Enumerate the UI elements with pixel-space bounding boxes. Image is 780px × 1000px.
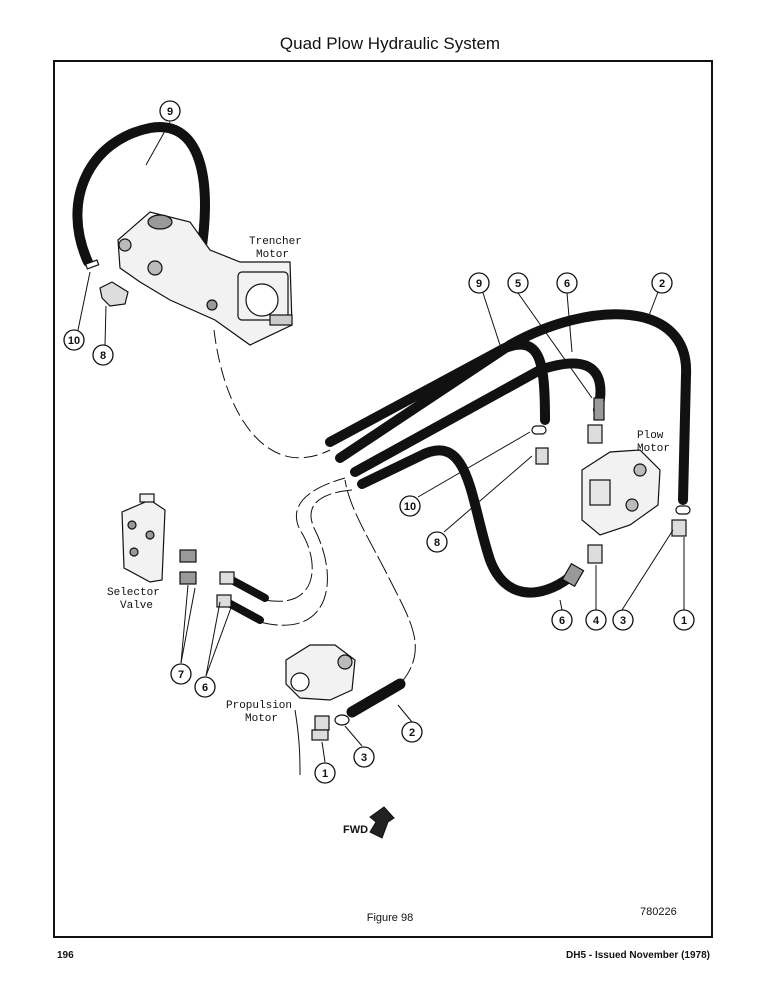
- propulsion-motor: [285, 644, 356, 741]
- page-title: Quad Plow Hydraulic System: [279, 34, 501, 53]
- line-selector-route-2: [259, 489, 353, 626]
- issue-note: DH5 - Issued November (1978): [566, 950, 710, 961]
- hose-9-trencher: [72, 122, 210, 267]
- callout-10-plow: 10: [404, 501, 416, 513]
- callout-2-top: 2: [659, 278, 665, 290]
- callout-3-propulsion: 3: [361, 752, 367, 764]
- callout-1-plow: 1: [681, 615, 687, 627]
- callout-4: 4: [593, 615, 600, 627]
- propulsion-motor-label-2: Motor: [245, 713, 278, 725]
- hose-6-loop: [357, 445, 575, 598]
- callout-8-trencher: 8: [100, 350, 106, 362]
- callout-6-selector: 6: [202, 682, 208, 694]
- callout-2-propulsion: 2: [409, 727, 415, 739]
- selector-valve-label-2: Valve: [120, 600, 153, 612]
- callout-3-plow: 3: [620, 615, 626, 627]
- plow-motor-label-1: Plow: [637, 430, 664, 442]
- callout-9-main: 9: [476, 278, 482, 290]
- callout-7: 7: [178, 669, 184, 681]
- hose-2-propulsion: [346, 678, 406, 718]
- trencher-motor-label-2: Motor: [256, 249, 289, 261]
- line-selector-route: [264, 477, 346, 602]
- fwd-arrow: [369, 806, 395, 839]
- callout-9-trencher: 9: [167, 106, 173, 118]
- propulsion-motor-label-1: Propulsion: [226, 700, 292, 712]
- figure-frame: [53, 60, 713, 938]
- trencher-motor-label-1: Trencher: [249, 236, 302, 248]
- hose-2-main: [335, 309, 692, 505]
- callout-6-top: 6: [564, 278, 570, 290]
- plow-motor: [581, 449, 661, 536]
- callout-6-bottom: 6: [559, 615, 565, 627]
- callout-circles: [63, 100, 695, 784]
- page-number: 196: [57, 950, 74, 961]
- fitting-10-trencher: [84, 259, 100, 270]
- fitting-8-trencher: [99, 281, 129, 307]
- callout-1-propulsion: 1: [322, 768, 328, 780]
- plow-motor-label-2: Motor: [637, 443, 670, 455]
- line-propulsion-motor: [294, 709, 301, 776]
- leader-lines: [77, 121, 685, 763]
- figure-code: 780226: [640, 906, 677, 918]
- plow-fittings: [531, 397, 691, 588]
- callout-5: 5: [515, 278, 521, 290]
- fwd-label: FWD: [343, 824, 368, 836]
- callout-8-plow: 8: [434, 537, 440, 549]
- line-propulsion-route: [344, 479, 416, 685]
- callout-10-trencher: 10: [68, 335, 80, 347]
- trencher-motor: [117, 211, 293, 346]
- line-trencher-route: [213, 329, 331, 459]
- selector-valve: [121, 493, 235, 608]
- figure-caption: Figure 98: [366, 912, 414, 924]
- selector-valve-label-1: Selector: [107, 587, 160, 599]
